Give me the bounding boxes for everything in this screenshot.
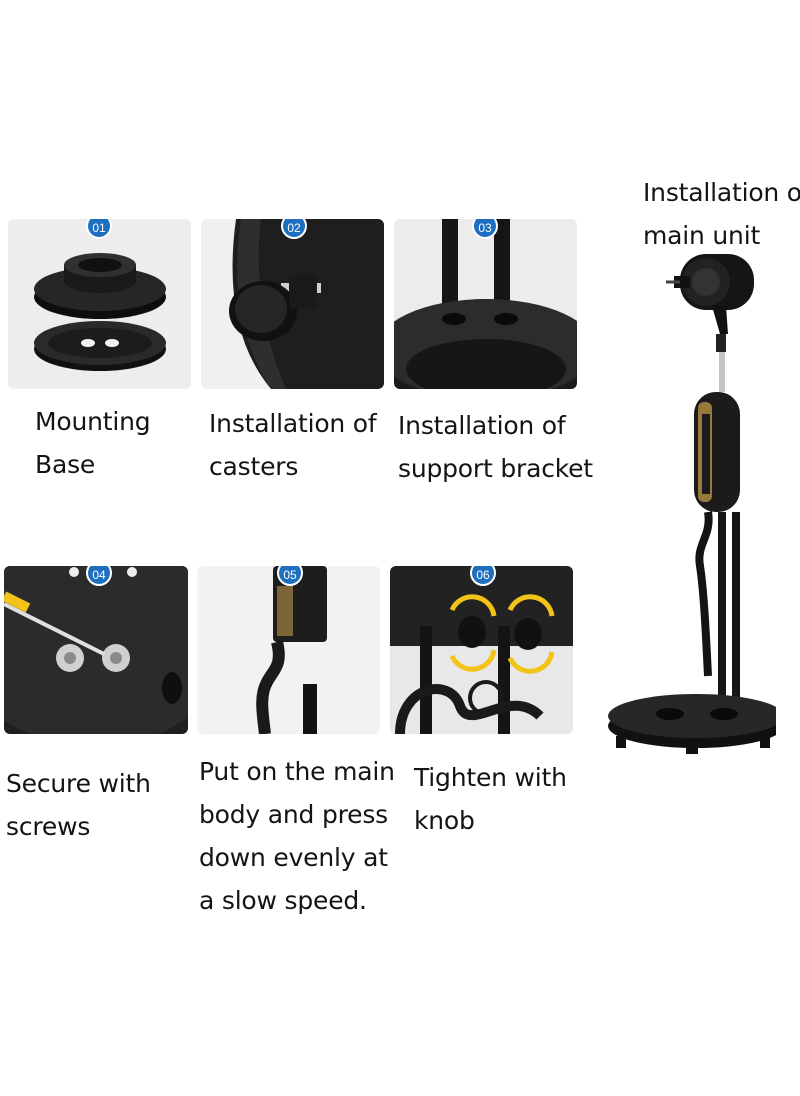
step-03-caption: Installation of support bracket: [398, 411, 593, 483]
step-01-image: 01: [8, 219, 191, 389]
knob-illustration: [390, 566, 573, 734]
step-number-badge: 03: [472, 219, 498, 239]
step-06-image: 06: [390, 566, 573, 734]
step-number-badge: 05: [277, 566, 303, 586]
caster-illustration: [201, 219, 384, 389]
step-05-image: 05: [197, 566, 380, 734]
main-body-press-illustration: [197, 566, 380, 734]
step-03-image: 03: [394, 219, 577, 389]
screws-illustration: [4, 566, 188, 734]
step-04-caption: Secure with screws: [6, 769, 151, 841]
step-number-badge: 06: [470, 566, 496, 586]
main-unit-stand-illustration: [608, 254, 776, 754]
step-number-badge: 04: [86, 566, 112, 586]
step-06-caption: Tighten with knob: [414, 763, 567, 835]
step-02-image: 02: [201, 219, 384, 389]
mounting-base-illustration: [8, 219, 191, 389]
main-unit-caption: Installation of main unit: [643, 178, 800, 250]
step-05-caption: Put on the main body and press down even…: [199, 757, 395, 915]
step-04-image: 04: [4, 566, 188, 734]
step-number-badge: 01: [86, 219, 112, 239]
step-01-caption: Mounting Base: [35, 407, 151, 479]
step-02-caption: Installation of casters: [209, 409, 377, 481]
support-bracket-illustration: [394, 219, 577, 389]
step-number-badge: 02: [281, 219, 307, 239]
